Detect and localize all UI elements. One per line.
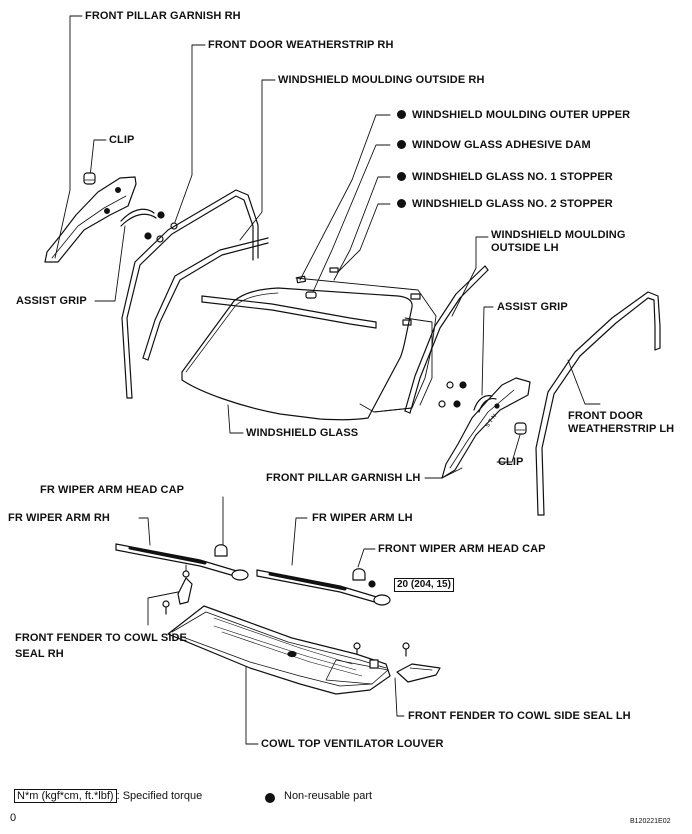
figure-code: B120221E02	[630, 818, 671, 825]
legend-torque: N*m (kgf*cm, ft.*lbf): Specified torque	[14, 789, 203, 803]
label-assist-grip-rh: ASSIST GRIP	[16, 295, 87, 307]
front-fender-seal-lh	[396, 663, 441, 683]
front-door-weatherstrip-rh	[121, 189, 259, 399]
label-front-wiper-arm-head-cap: FRONT WIPER ARM HEAD CAP	[378, 543, 546, 555]
label-windshield-moulding-outside-rh: WINDSHIELD MOULDING OUTSIDE RH	[278, 74, 485, 86]
windshield-moulding-outside-rh	[142, 237, 269, 361]
fr-wiper-arm-rh	[115, 543, 249, 581]
label-windshield-moulding-outer-upper: WINDSHIELD MOULDING OUTER UPPER	[397, 109, 630, 122]
windshield-moulding-outer-upper	[201, 295, 377, 329]
window-glass-adhesive-dam	[295, 277, 437, 413]
label-windshield-glass-no2-stopper: WINDSHIELD GLASS NO. 2 STOPPER	[397, 198, 613, 211]
label-front-fender-seal-rh: FRONT FENDER TO COWL SIDE SEAL RH	[15, 632, 187, 660]
label-front-door-weatherstrip-rh: FRONT DOOR WEATHERSTRIP RH	[208, 39, 394, 51]
windshield-glass	[181, 287, 413, 421]
non-reusable-dot-icon	[397, 110, 406, 119]
label-windshield-glass-no1-stopper: WINDSHIELD GLASS NO. 1 STOPPER	[397, 171, 613, 184]
label-front-pillar-garnish-lh: FRONT PILLAR GARNISH LH	[266, 472, 421, 484]
label-front-fender-seal-lh: FRONT FENDER TO COWL SIDE SEAL LH	[408, 710, 631, 722]
front-wiper-arm-lh-head-cap	[352, 568, 376, 588]
non-reusable-dot-icon	[397, 199, 406, 208]
cowl-top-ventilator-louver	[167, 605, 391, 695]
assist-grip-lh	[438, 381, 497, 413]
front-fender-seal-rh	[177, 564, 193, 605]
windshield-glass-stoppers	[296, 267, 421, 326]
fr-wiper-arm-rh-head-cap	[214, 544, 228, 557]
label-front-door-weatherstrip-lh: FRONT DOOR WEATHERSTRIP LH	[568, 410, 675, 435]
non-reusable-dot-icon	[397, 140, 406, 149]
label-clip-rh: CLIP	[109, 134, 135, 146]
leader-lines	[54, 15, 601, 745]
legend-unit-box: N*m (kgf*cm, ft.*lbf)	[14, 789, 117, 803]
label-cowl-top-ventilator-louver: COWL TOP VENTILATOR LOUVER	[261, 738, 444, 750]
label-window-glass-adhesive-dam: WINDOW GLASS ADHESIVE DAM	[397, 139, 591, 152]
label-fr-wiper-arm-rh: FR WIPER ARM RH	[8, 512, 110, 524]
front-door-weatherstrip-lh	[535, 291, 661, 516]
legend-dot	[265, 793, 275, 803]
legend-unit-text: : Specified torque	[116, 790, 203, 802]
label-clip-lh: CLIP	[498, 456, 524, 468]
label-front-pillar-garnish-rh: FRONT PILLAR GARNISH RH	[85, 10, 241, 22]
label-assist-grip-lh: ASSIST GRIP	[497, 301, 568, 313]
cowl-screws	[162, 600, 410, 657]
front-pillar-garnish-rh	[44, 172, 137, 263]
label-fr-wiper-arm-head-cap: FR WIPER ARM HEAD CAP	[40, 484, 185, 496]
windshield-moulding-outside-lh	[404, 265, 489, 414]
non-reusable-dot-icon	[397, 172, 406, 181]
assist-grip-rh	[120, 208, 178, 243]
svg-text:S T N: S T N	[485, 413, 499, 429]
label-fr-wiper-arm-lh: FR WIPER ARM LH	[312, 512, 413, 524]
legend-nonreusable: Non-reusable part	[284, 790, 373, 802]
page-marker: 0	[10, 812, 17, 824]
fr-wiper-arm-lh	[256, 569, 391, 606]
label-windshield-glass: WINDSHIELD GLASS	[246, 427, 359, 439]
label-windshield-moulding-outside-lh: WINDSHIELD MOULDING OUTSIDE LH	[491, 229, 626, 254]
torque-spec-box: 20 (204, 15)	[394, 578, 454, 592]
